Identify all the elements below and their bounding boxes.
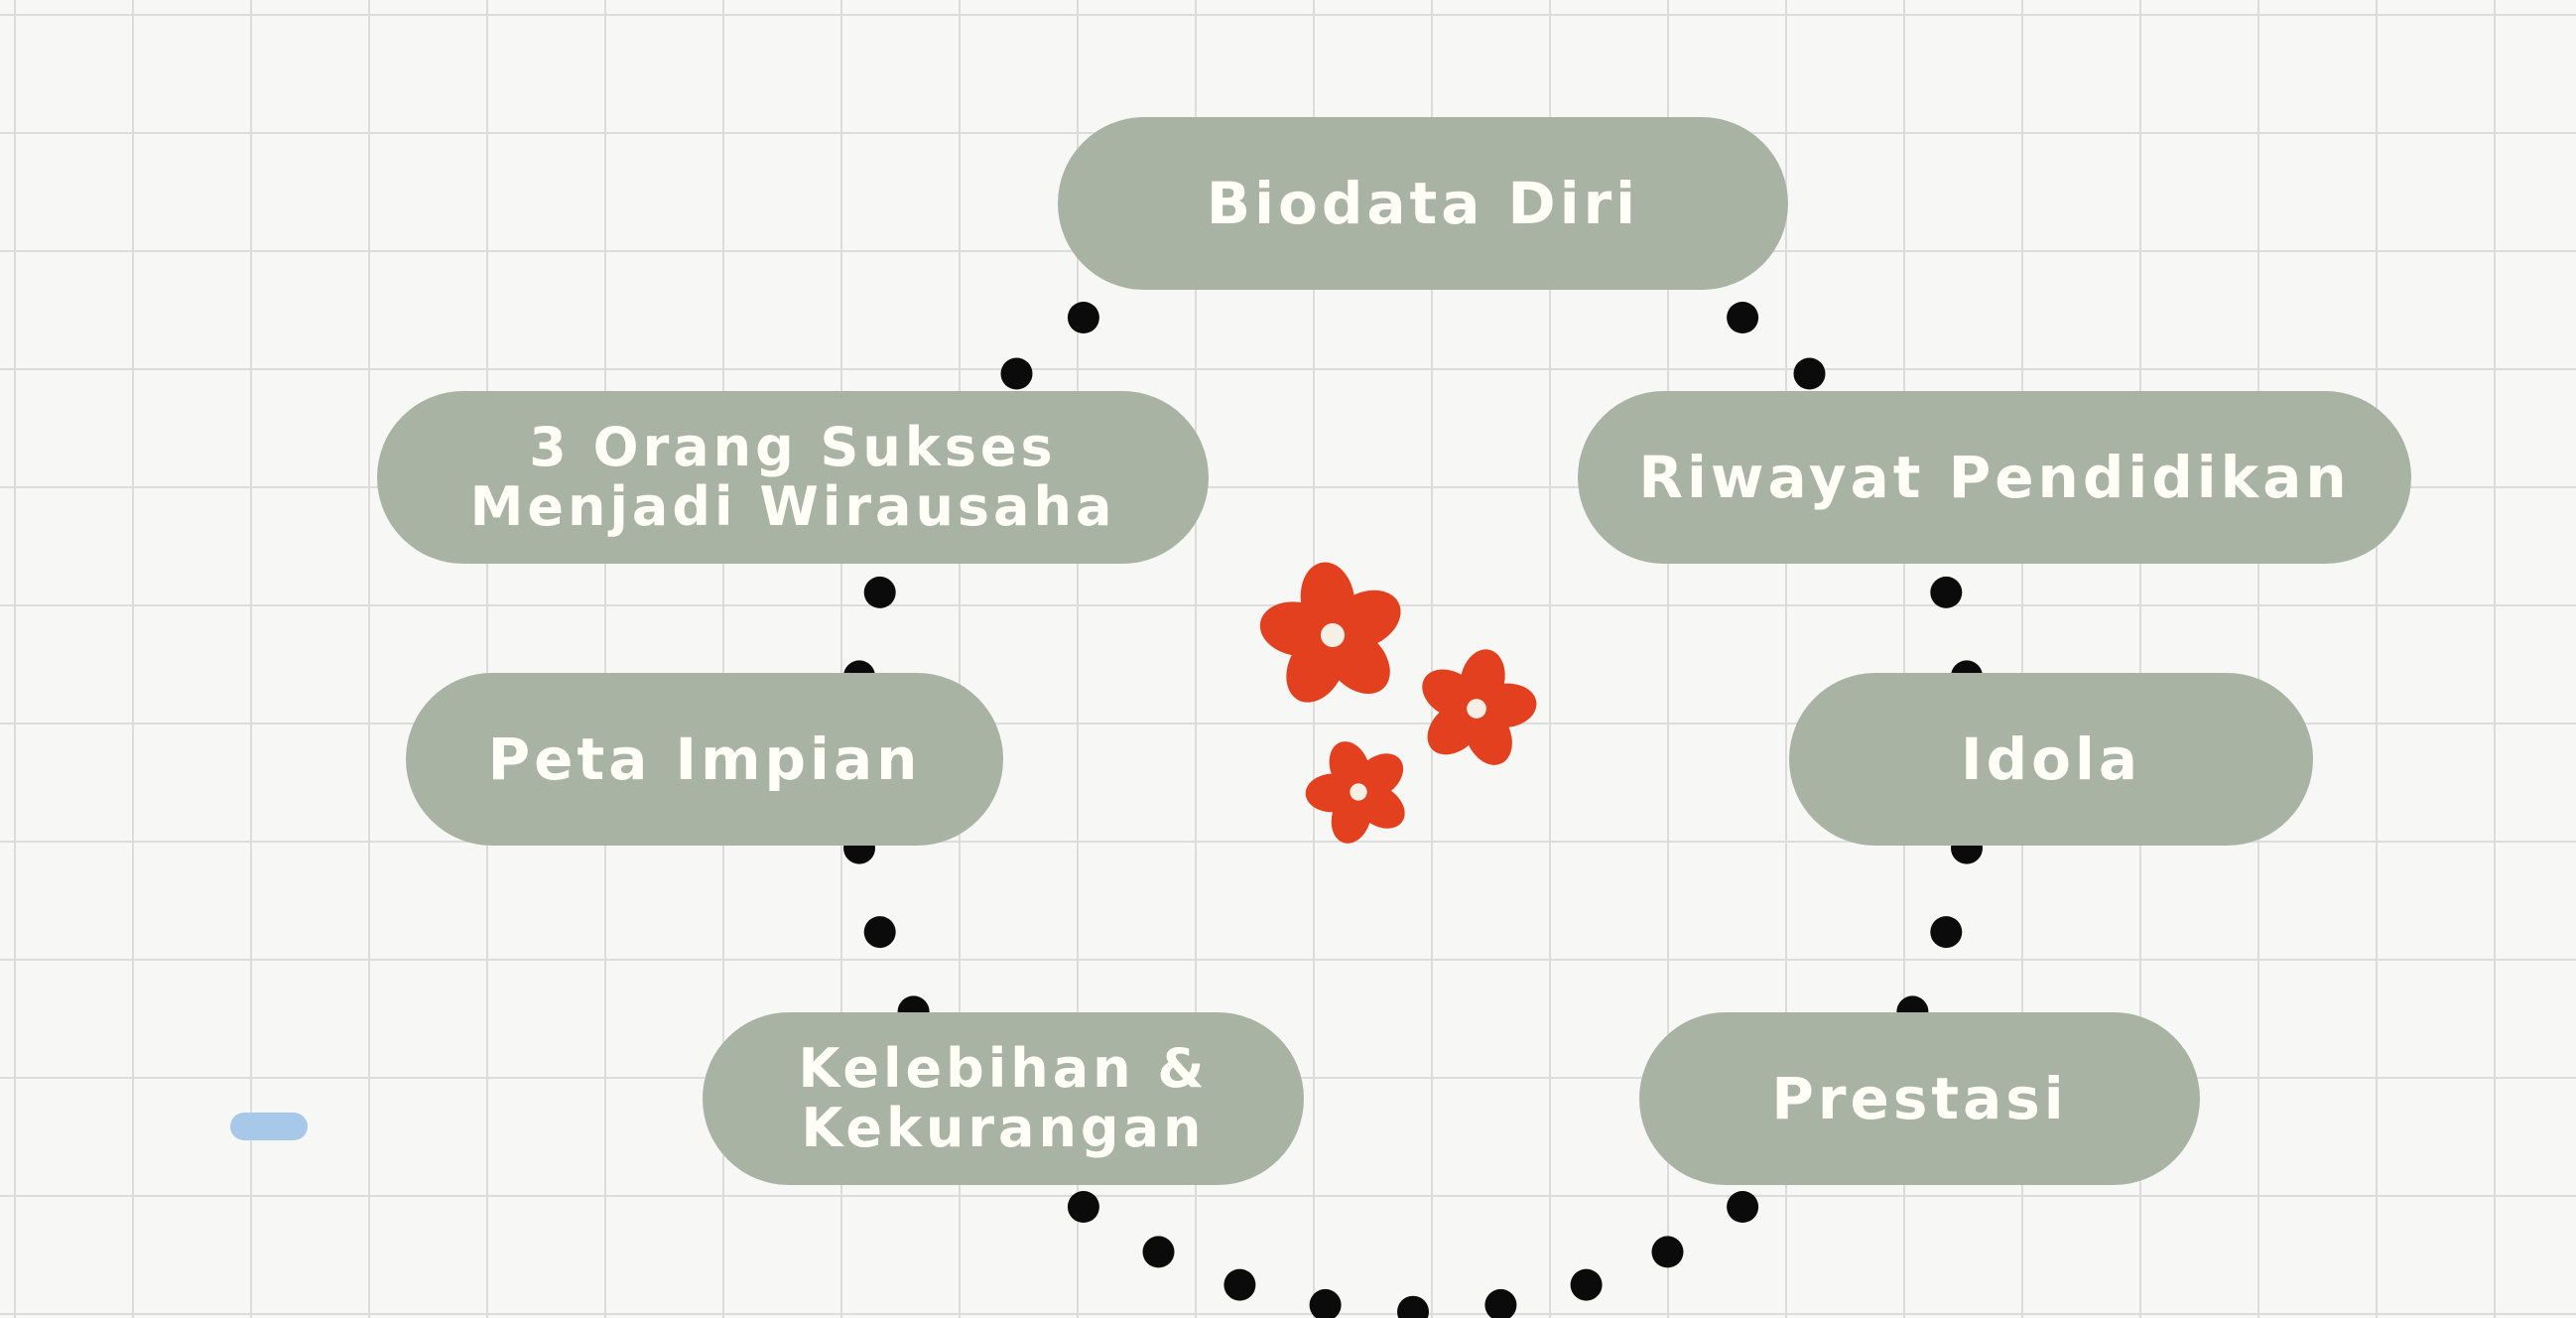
node-label: Kelebihan & Kekurangan bbox=[798, 1036, 1209, 1159]
connector-dot bbox=[1651, 1236, 1684, 1268]
node-idola[interactable]: Idola bbox=[1789, 673, 2313, 846]
connector-dot bbox=[1224, 1268, 1256, 1301]
node-peta-impian[interactable]: Peta Impian bbox=[406, 673, 1003, 846]
node-label: 3 Orang Sukses Menjadi Wirausaha bbox=[469, 415, 1116, 538]
connector-dot bbox=[1930, 576, 1963, 608]
connector-dot bbox=[1309, 1288, 1342, 1318]
node-kelebihan-kekurangan[interactable]: Kelebihan & Kekurangan bbox=[703, 1012, 1304, 1185]
node-label: Prestasi bbox=[1771, 1064, 2068, 1132]
connector-dot bbox=[1067, 302, 1099, 333]
connector-dot bbox=[1930, 916, 1963, 949]
node-3-orang-sukses[interactable]: 3 Orang Sukses Menjadi Wirausaha bbox=[377, 391, 1209, 564]
resize-handle[interactable] bbox=[230, 1113, 308, 1140]
node-riwayat-pendidikan[interactable]: Riwayat Pendidikan bbox=[1578, 391, 2411, 564]
connector-dot bbox=[1570, 1268, 1603, 1301]
connector-dot bbox=[863, 576, 896, 608]
connector-dot bbox=[863, 916, 896, 949]
connector-dot bbox=[1727, 1191, 1759, 1223]
connector-dot bbox=[1793, 357, 1826, 390]
connector-dot bbox=[1142, 1236, 1175, 1268]
node-label: Peta Impian bbox=[487, 725, 922, 793]
node-label: Riwayat Pendidikan bbox=[1638, 443, 2351, 511]
node-biodata-diri[interactable]: Biodata Diri bbox=[1058, 117, 1788, 290]
node-prestasi[interactable]: Prestasi bbox=[1639, 1012, 2200, 1185]
connector-dot bbox=[1484, 1288, 1517, 1318]
connector-dot bbox=[1000, 357, 1033, 390]
node-label: Idola bbox=[1961, 725, 2141, 793]
connector-dot bbox=[1067, 1191, 1099, 1223]
connector-dot bbox=[1727, 302, 1759, 333]
node-label: Biodata Diri bbox=[1206, 169, 1640, 237]
connector-dot bbox=[1397, 1295, 1429, 1318]
